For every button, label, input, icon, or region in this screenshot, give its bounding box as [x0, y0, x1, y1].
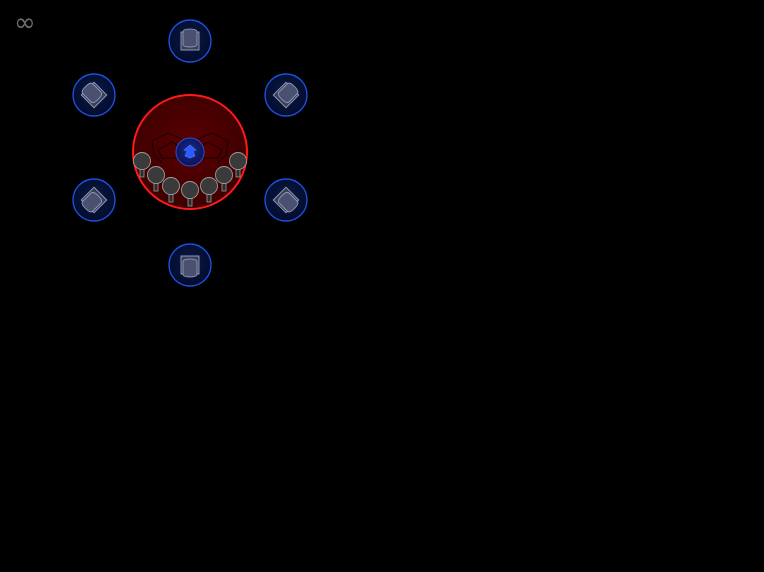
core-gem[interactable] — [175, 137, 205, 167]
outer-slots — [72, 19, 308, 287]
boss-unit[interactable] — [132, 94, 248, 210]
boss-pin — [181, 181, 199, 207]
boss-pin — [147, 166, 165, 192]
slot-top[interactable] — [168, 19, 212, 63]
infinity-icon: ∞ — [14, 8, 36, 38]
rotated-square-icon — [272, 186, 300, 214]
slot-top-right[interactable] — [264, 73, 308, 117]
boss-pin — [162, 177, 180, 203]
rotated-square-icon — [80, 186, 108, 214]
rotated-square-icon — [180, 255, 200, 278]
boss-pin — [229, 152, 247, 178]
boss-pin — [200, 177, 218, 203]
slot-bottom-right[interactable] — [264, 178, 308, 222]
slot-bottom-left[interactable] — [72, 178, 116, 222]
rotated-square-icon — [272, 81, 300, 109]
boss-pin — [133, 152, 151, 178]
core-gem-icon — [183, 144, 197, 159]
slot-top-left[interactable] — [72, 73, 116, 117]
boss-pins — [133, 152, 247, 207]
slot-bottom[interactable] — [168, 243, 212, 287]
rotated-square-icon — [180, 28, 200, 51]
boss-pin — [215, 166, 233, 192]
rotated-square-icon — [80, 81, 108, 109]
